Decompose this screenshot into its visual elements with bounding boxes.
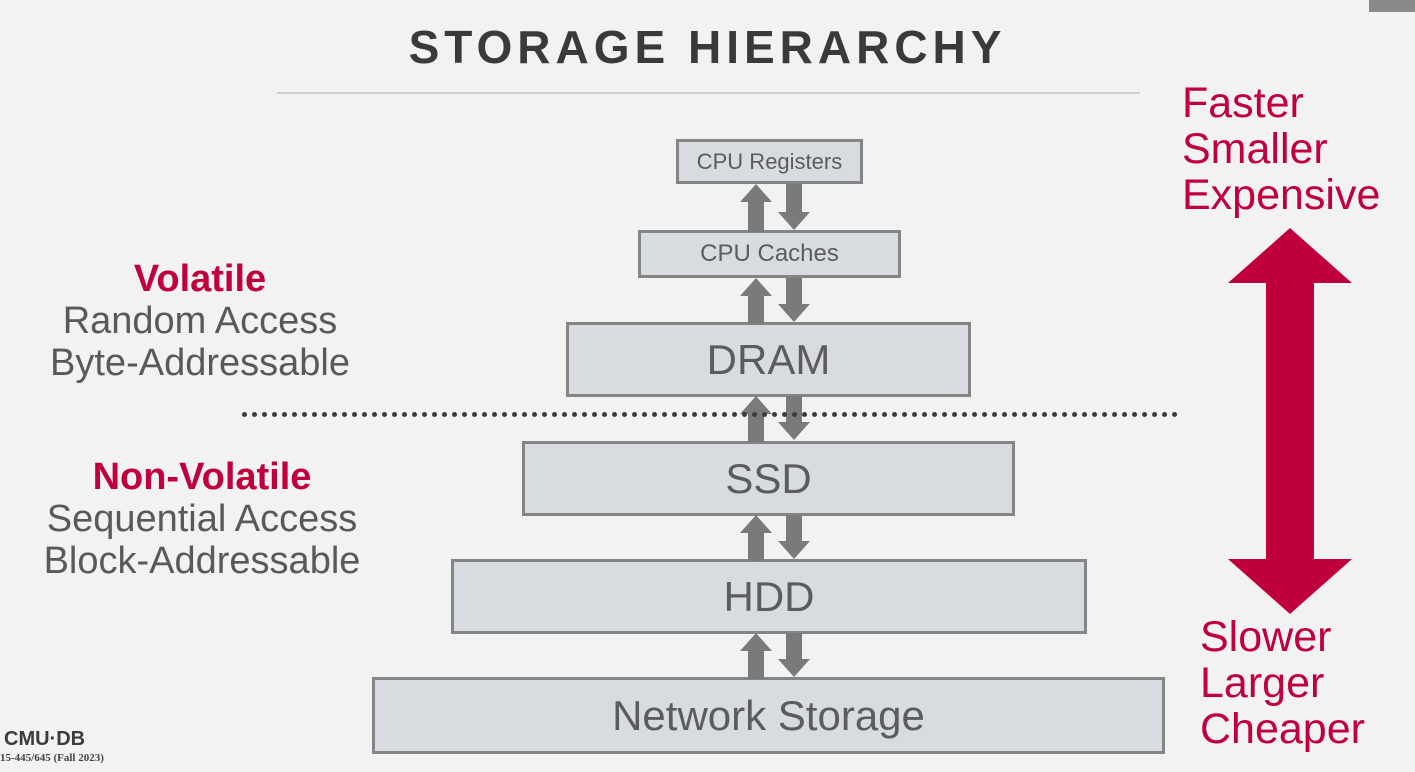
arrow-pair-dram-ssd bbox=[740, 396, 810, 442]
down-arrow-icon bbox=[778, 633, 810, 677]
arrow-pair-ssd-hdd bbox=[740, 515, 810, 561]
course-label: 15-445/645 (Fall 2023) bbox=[0, 752, 104, 764]
tier-cpu-registers: CPU Registers bbox=[676, 139, 863, 184]
arrow-pair-hdd-network bbox=[740, 633, 810, 679]
volatile-line-1: Random Access bbox=[62, 300, 338, 342]
up-arrow-icon bbox=[740, 515, 772, 561]
volatile-heading: Volatile bbox=[133, 258, 267, 300]
up-arrow-icon bbox=[740, 278, 772, 324]
slide-corner-tab bbox=[1369, 0, 1415, 12]
non-volatile-heading: Non-Volatile bbox=[92, 456, 312, 498]
volatile-annotation: Volatile Random Access Byte-Addressable bbox=[20, 258, 380, 384]
tier-label: Network Storage bbox=[612, 691, 925, 739]
down-arrow-icon bbox=[778, 396, 810, 440]
title-underline bbox=[277, 92, 1140, 94]
down-arrow-icon bbox=[778, 515, 810, 559]
tier-hdd: HDD bbox=[451, 559, 1087, 634]
tier-ssd: SSD bbox=[522, 441, 1015, 516]
tier-label: SSD bbox=[725, 454, 812, 502]
up-arrow-icon bbox=[740, 396, 772, 442]
up-arrow-icon bbox=[740, 633, 772, 679]
double-headed-arrow-icon bbox=[1228, 228, 1352, 614]
volatile-line-2: Byte-Addressable bbox=[50, 342, 350, 384]
tier-dram: DRAM bbox=[566, 322, 971, 397]
cmu-db-logo: CMU·DB bbox=[4, 728, 86, 750]
trend-smaller: Smaller bbox=[1182, 125, 1328, 173]
down-arrow-icon bbox=[778, 278, 810, 322]
tier-cpu-caches: CPU Caches bbox=[638, 230, 901, 278]
up-arrow-icon bbox=[740, 184, 772, 232]
trend-expensive: Expensive bbox=[1182, 171, 1381, 219]
top-trend-labels: Faster Smaller Expensive bbox=[1182, 80, 1380, 218]
non-volatile-line-2: Block-Addressable bbox=[43, 540, 361, 582]
trend-larger: Larger bbox=[1200, 659, 1325, 707]
trend-slower: Slower bbox=[1200, 613, 1332, 661]
non-volatile-line-1: Sequential Access bbox=[46, 498, 358, 540]
tier-label: CPU Registers bbox=[696, 148, 843, 174]
trend-faster: Faster bbox=[1182, 79, 1304, 127]
tier-label: DRAM bbox=[706, 335, 831, 383]
bottom-trend-labels: Slower Larger Cheaper bbox=[1200, 614, 1365, 752]
tier-label: HDD bbox=[723, 572, 815, 620]
arrow-pair-caches-dram bbox=[740, 278, 810, 324]
arrow-pair-registers-caches bbox=[740, 184, 810, 232]
down-arrow-icon bbox=[778, 184, 810, 230]
tier-network-storage: Network Storage bbox=[372, 677, 1165, 754]
slide-title: STORAGE HIERARCHY bbox=[408, 21, 1007, 73]
volatility-divider bbox=[242, 412, 1178, 417]
tier-label: CPU Caches bbox=[700, 240, 839, 267]
non-volatile-annotation: Non-Volatile Sequential Access Block-Add… bbox=[12, 456, 392, 582]
trend-cheaper: Cheaper bbox=[1200, 705, 1365, 753]
